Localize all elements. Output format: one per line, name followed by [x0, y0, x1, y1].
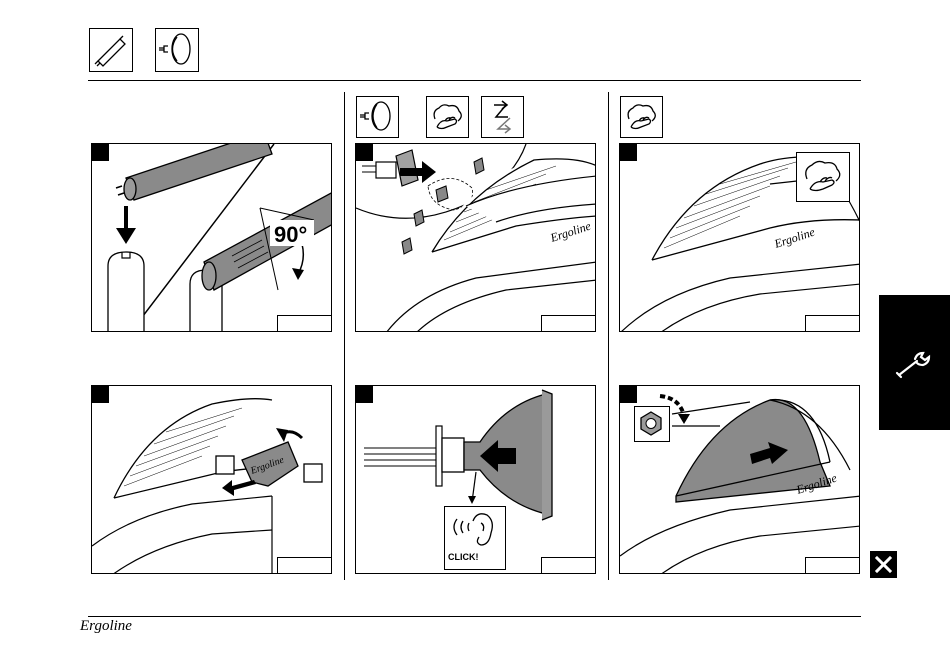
- ear-sound-icon: CLICK!: [444, 506, 506, 570]
- step-panel-insert-lamp: CLICK!: [355, 385, 596, 574]
- hand-cloth-icon: [620, 96, 663, 138]
- reference-box: [541, 315, 595, 331]
- hex-screw-icon: [634, 406, 670, 442]
- reference-box: [277, 315, 331, 331]
- fluorescent-tube-icon: [89, 28, 133, 72]
- recycle-arrows-icon: [481, 96, 524, 138]
- reference-box: [805, 315, 859, 331]
- reflector-lamp-icon: [155, 28, 199, 72]
- step-panel-remove-lamp: Ergoline: [355, 143, 596, 332]
- step-panel-fit-cover: Ergoline: [91, 385, 332, 574]
- reference-box: [805, 557, 859, 573]
- close-icon: [875, 556, 892, 573]
- reference-box: [277, 557, 331, 573]
- reflector-lamp-icon: [356, 96, 399, 138]
- rotation-angle-label: 90°: [274, 224, 307, 246]
- brand-logo: Ergoline: [80, 618, 132, 635]
- hand-cloth-icon: [426, 96, 469, 138]
- close-button[interactable]: [870, 551, 897, 578]
- reference-box: [541, 557, 595, 573]
- step-panel-close-canopy: Ergoline: [619, 385, 860, 574]
- click-sound-label: CLICK!: [448, 552, 479, 562]
- wrench-icon: [893, 347, 939, 379]
- step-panel-clean: Ergoline: [619, 143, 860, 332]
- step-panel-insert-tube: 90°: [91, 143, 332, 332]
- hand-cloth-icon: [796, 152, 850, 202]
- maintenance-section-tab[interactable]: [879, 295, 950, 430]
